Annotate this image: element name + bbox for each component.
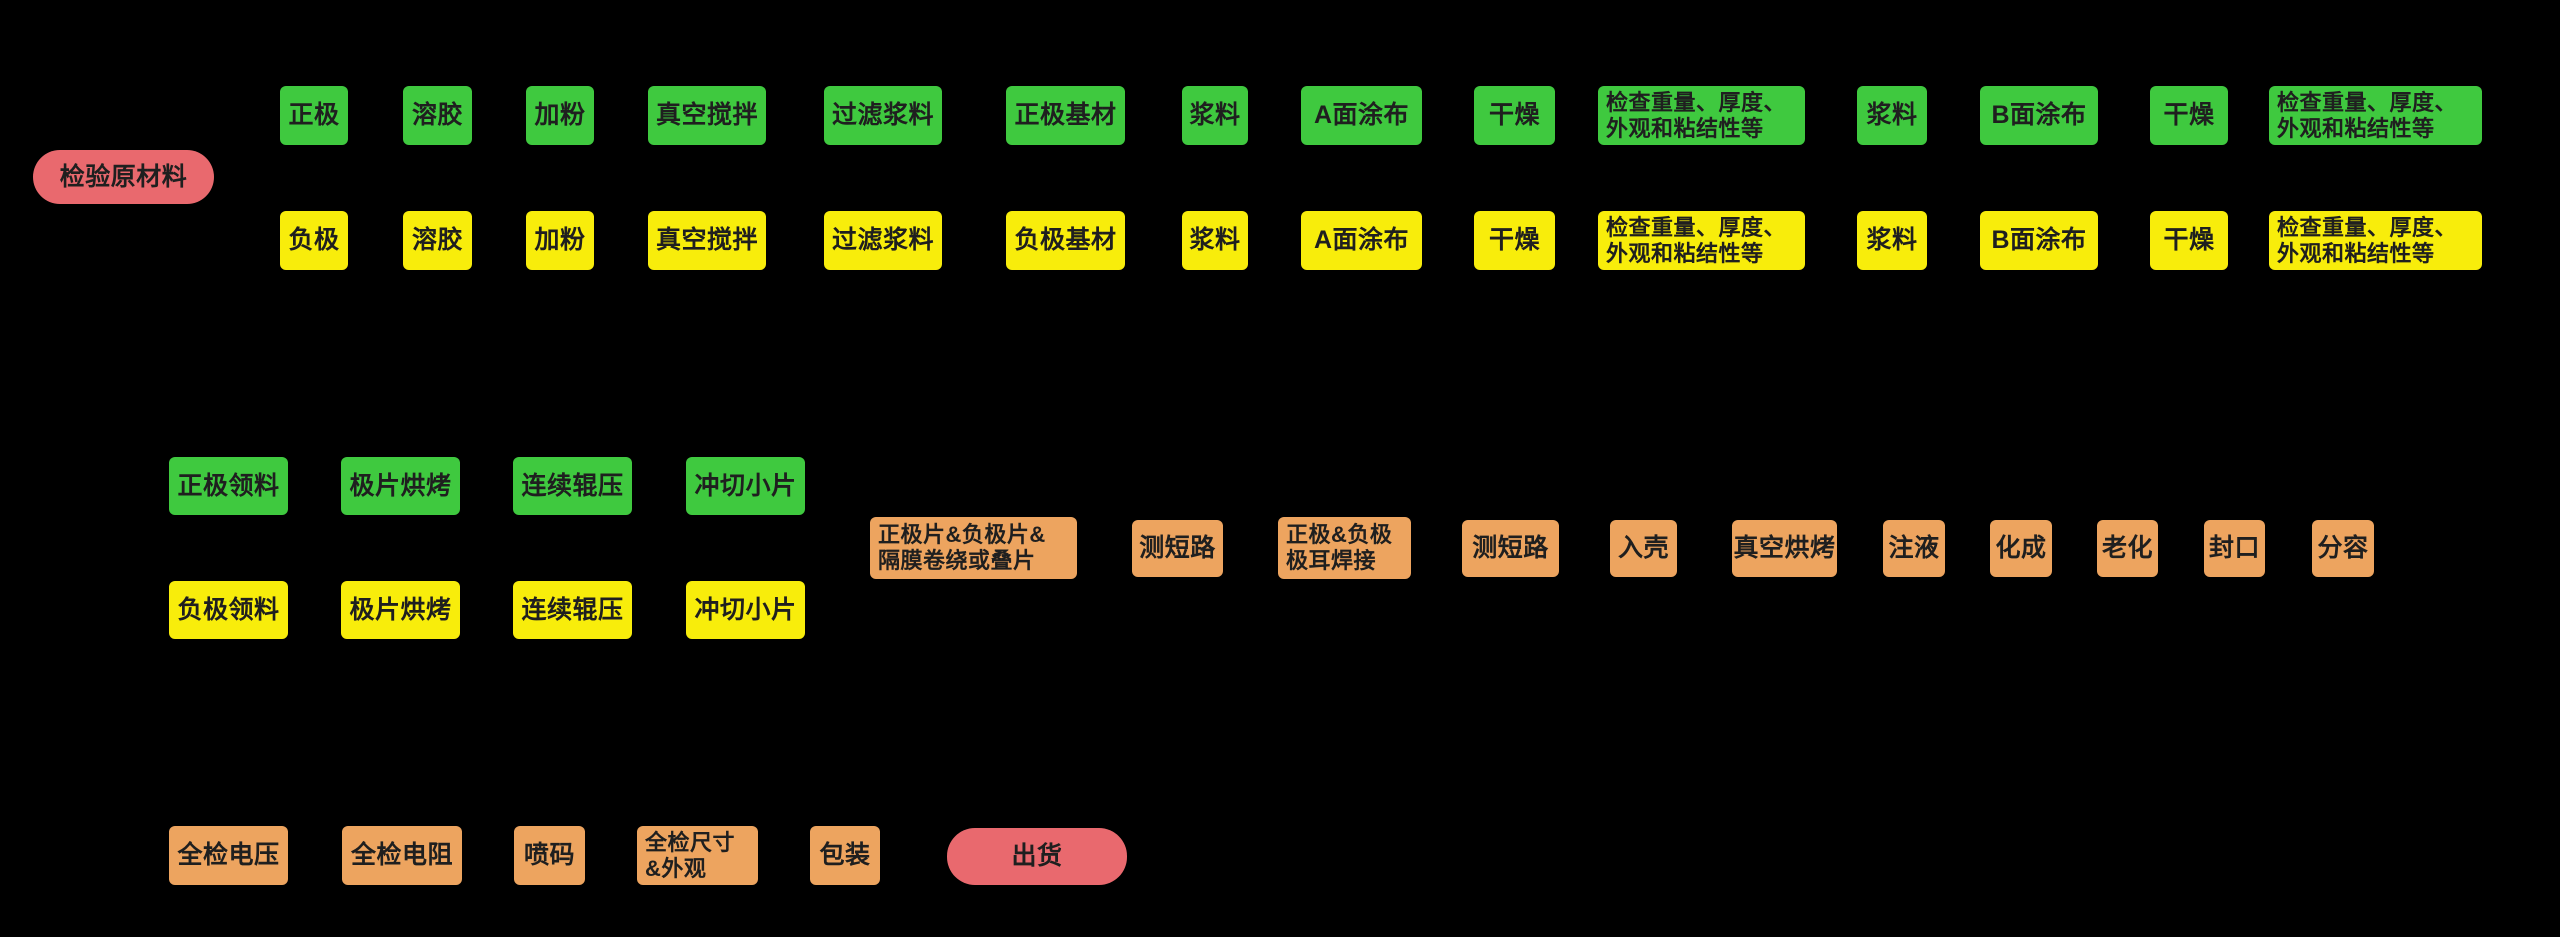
node-anode-slurry-b: 浆料: [1857, 211, 1927, 270]
node-cathode-inspection-b: 检查重量、厚度、 外观和粘结性等: [2269, 86, 2482, 145]
node-formation: 化成: [1990, 520, 2052, 577]
node-electrolyte-filling: 注液: [1883, 520, 1945, 577]
node-full-size-appearance-check: 全检尺寸 &外观: [637, 826, 758, 885]
node-aging: 老化: [2097, 520, 2158, 577]
node-cathode-sol: 溶胶: [403, 86, 472, 145]
node-anode-continuous-rolling: 连续辊压: [513, 581, 632, 639]
node-cathode-add-powder: 加粉: [526, 86, 594, 145]
node-anode-punching: 冲切小片: [686, 581, 805, 639]
node-anode-inspection-a: 检查重量、厚度、 外观和粘结性等: [1598, 211, 1805, 270]
node-cathode-slurry-a: 浆料: [1182, 86, 1248, 145]
node-anode-side-b-coating: B面涂布: [1980, 211, 2098, 270]
node-anode-sol: 溶胶: [403, 211, 472, 270]
node-cathode-punching: 冲切小片: [686, 457, 805, 515]
node-anode-drying-a: 干燥: [1474, 211, 1555, 270]
node-anode-side-a-coating: A面涂布: [1301, 211, 1422, 270]
node-full-voltage-check: 全检电压: [169, 826, 288, 885]
node-cathode-drying-b: 干燥: [2150, 86, 2228, 145]
node-winding-or-stacking: 正极片&负极片& 隔膜卷绕或叠片: [870, 517, 1077, 579]
node-cathode-drying-a: 干燥: [1474, 86, 1555, 145]
node-anode-slurry-a: 浆料: [1182, 211, 1248, 270]
node-anode: 负极: [280, 211, 348, 270]
node-anode-substrate: 负极基材: [1006, 211, 1125, 270]
node-sealing: 封口: [2204, 520, 2265, 577]
node-casing: 入壳: [1610, 520, 1677, 577]
node-inspect-raw-materials: 检验原材料: [33, 150, 214, 204]
node-full-resistance-check: 全检电阻: [342, 826, 462, 885]
node-cathode-slurry-b: 浆料: [1857, 86, 1927, 145]
node-cathode-material-pickup: 正极领料: [169, 457, 288, 515]
node-packaging: 包装: [810, 826, 880, 885]
node-anode-drying-b: 干燥: [2150, 211, 2228, 270]
node-vacuum-baking: 真空烘烤: [1732, 520, 1837, 577]
node-short-circuit-test-1: 测短路: [1132, 520, 1223, 577]
node-cathode-filter-slurry: 过滤浆料: [824, 86, 942, 145]
node-cathode-side-b-coating: B面涂布: [1980, 86, 2098, 145]
node-cathode-continuous-rolling: 连续辊压: [513, 457, 632, 515]
node-anode-vacuum-mixing: 真空搅拌: [648, 211, 766, 270]
node-shipping: 出货: [947, 828, 1127, 885]
node-anode-add-powder: 加粉: [526, 211, 594, 270]
node-tab-welding: 正极&负极 极耳焊接: [1278, 517, 1411, 579]
node-anode-material-pickup: 负极领料: [169, 581, 288, 639]
node-cathode-electrode-baking: 极片烘烤: [341, 457, 460, 515]
node-cathode: 正极: [280, 86, 348, 145]
node-cathode-substrate: 正极基材: [1006, 86, 1125, 145]
node-anode-inspection-b: 检查重量、厚度、 外观和粘结性等: [2269, 211, 2482, 270]
node-cathode-vacuum-mixing: 真空搅拌: [648, 86, 766, 145]
node-cathode-inspection-a: 检查重量、厚度、 外观和粘结性等: [1598, 86, 1805, 145]
node-short-circuit-test-2: 测短路: [1462, 520, 1559, 577]
node-cathode-side-a-coating: A面涂布: [1301, 86, 1422, 145]
node-anode-filter-slurry: 过滤浆料: [824, 211, 942, 270]
node-code-spraying: 喷码: [514, 826, 585, 885]
node-anode-electrode-baking: 极片烘烤: [341, 581, 460, 639]
node-capacity-grading: 分容: [2312, 520, 2374, 577]
